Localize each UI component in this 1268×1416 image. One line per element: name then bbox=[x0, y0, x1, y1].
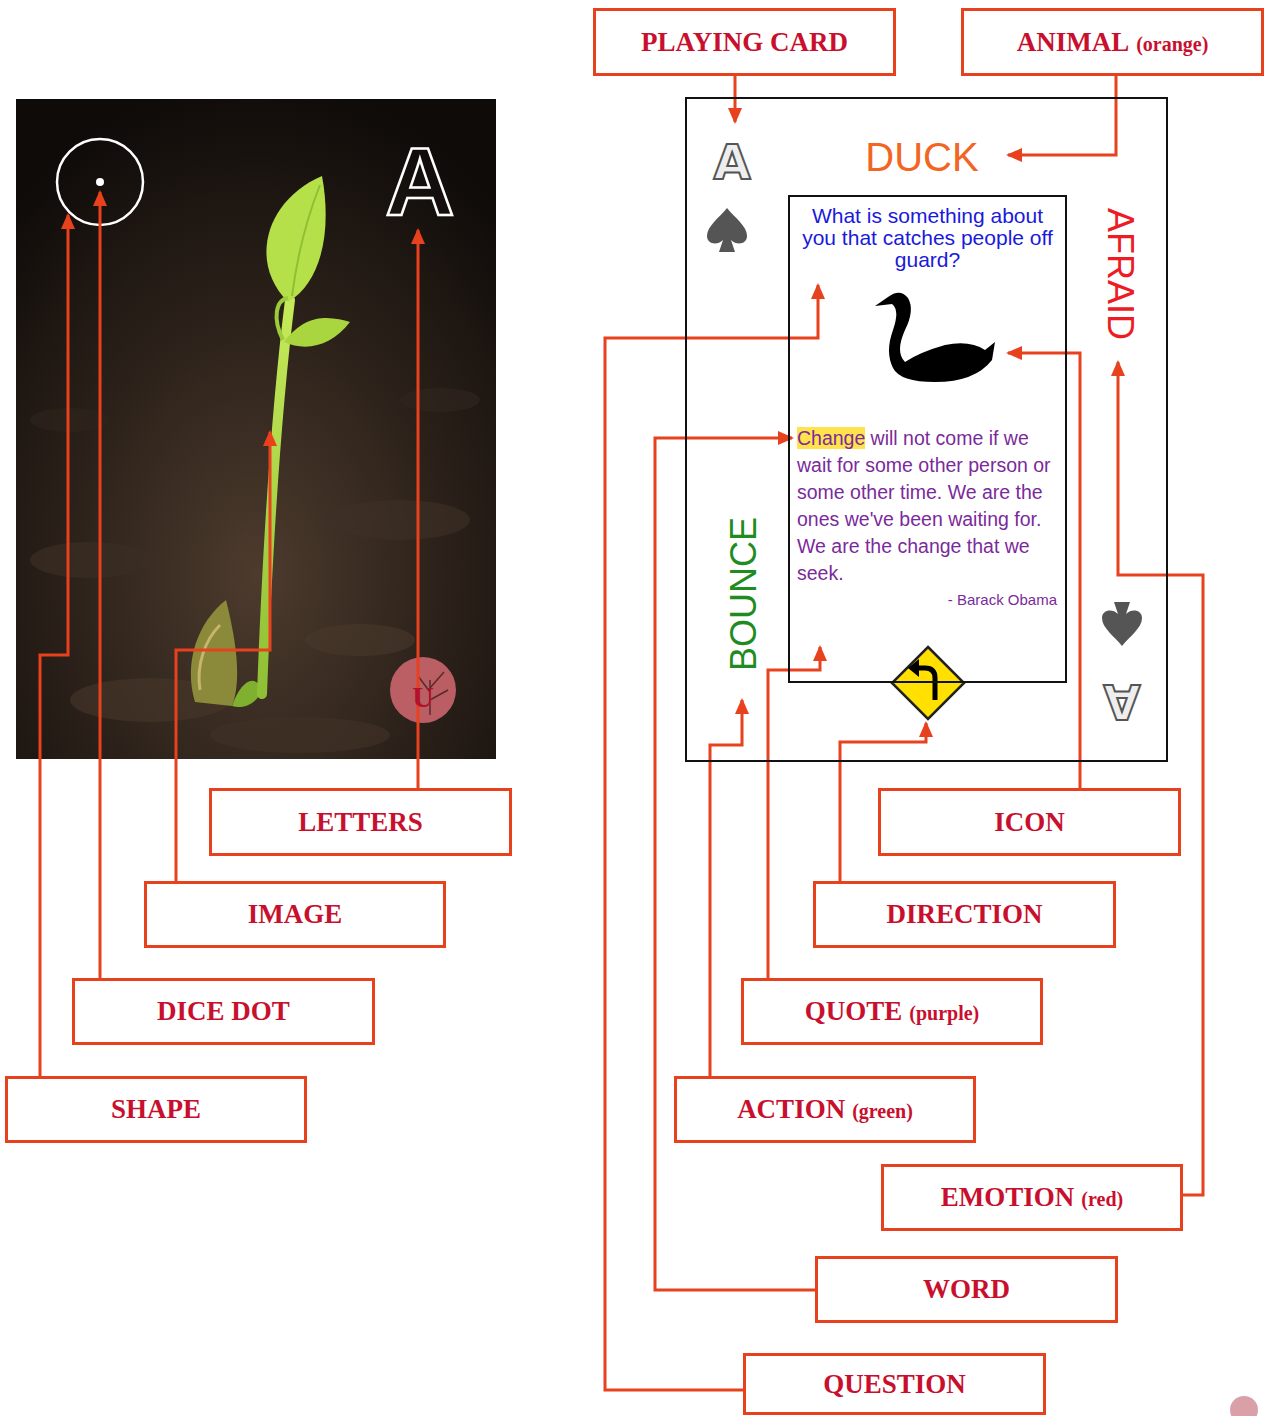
game-card: A DUCK AFRAID BOUNCE A What is something abou… bbox=[685, 97, 1168, 762]
callout-label: ICON bbox=[994, 807, 1065, 838]
callout-text: IMAGE bbox=[248, 899, 343, 930]
leader-arrow bbox=[1118, 362, 1203, 1195]
callout-text: EMOTION (red) bbox=[941, 1182, 1123, 1213]
callout-text: ANIMAL (orange) bbox=[1017, 27, 1209, 58]
callout-box: ACTION (green) bbox=[674, 1076, 976, 1143]
callout-text: QUESTION bbox=[823, 1369, 966, 1400]
card-rank: A bbox=[713, 138, 750, 186]
callout-box: PLAYING CARD bbox=[593, 8, 896, 76]
callout-box: DIRECTION bbox=[813, 881, 1116, 948]
color-note: (purple) bbox=[909, 1002, 979, 1025]
callout-box: ICON bbox=[878, 788, 1181, 856]
color-note: (green) bbox=[852, 1100, 913, 1123]
callout-label: IMAGE bbox=[248, 899, 343, 930]
color-note: (orange) bbox=[1136, 33, 1208, 56]
card-rank: A bbox=[1103, 678, 1140, 726]
callout-box: SHAPE bbox=[5, 1076, 307, 1143]
quote-text: will not come if we wait for some other … bbox=[797, 427, 1051, 584]
callout-label: WORD bbox=[923, 1274, 1010, 1305]
callout-box: QUOTE (purple) bbox=[741, 978, 1043, 1045]
photo bbox=[16, 99, 496, 759]
quote-block: Changewill not come if we wait for some … bbox=[797, 425, 1057, 608]
callout-label: DICE DOT bbox=[157, 996, 290, 1027]
action-word: BOUNCE bbox=[726, 517, 762, 671]
question-text: What is something about you that catches… bbox=[800, 205, 1055, 271]
callout-box: IMAGE bbox=[144, 881, 446, 948]
callout-text: ICON bbox=[994, 807, 1065, 838]
photo-card: A bbox=[16, 99, 496, 759]
callout-label: SHAPE bbox=[111, 1094, 201, 1125]
callout-label: ANIMAL bbox=[1017, 27, 1130, 58]
callout-label: PLAYING CARD bbox=[641, 27, 848, 58]
card-panel: What is something about you that catches… bbox=[788, 195, 1067, 683]
leader-arrow bbox=[605, 285, 818, 1390]
callout-label: EMOTION bbox=[941, 1182, 1075, 1213]
card-art bbox=[707, 208, 1142, 719]
emotion-word: AFRAID bbox=[1102, 208, 1138, 340]
callout-label: QUOTE bbox=[805, 996, 903, 1027]
callout-box: ANIMAL (orange) bbox=[961, 8, 1264, 76]
callout-label: LETTERS bbox=[298, 807, 423, 838]
leader-arrow bbox=[40, 215, 68, 1076]
quote-paragraph: Changewill not come if we wait for some … bbox=[797, 425, 1057, 587]
callout-box: DICE DOT bbox=[72, 978, 375, 1045]
animal-word: DUCK bbox=[865, 137, 978, 177]
letter-mark: A bbox=[385, 134, 454, 230]
leader-arrow bbox=[710, 700, 742, 1076]
highlight-word: Change bbox=[797, 427, 865, 449]
leader-arrow bbox=[655, 438, 815, 1290]
callout-label: ACTION bbox=[737, 1094, 845, 1125]
logo-letter: U bbox=[412, 682, 434, 712]
callout-box: LETTERS bbox=[209, 788, 512, 856]
callout-text: PLAYING CARD bbox=[641, 27, 848, 58]
callout-text: DICE DOT bbox=[157, 996, 290, 1027]
callout-text: ACTION (green) bbox=[737, 1094, 913, 1125]
corner-logo bbox=[1230, 1396, 1258, 1416]
callout-text: QUOTE (purple) bbox=[805, 996, 980, 1027]
callout-box: EMOTION (red) bbox=[881, 1164, 1183, 1231]
callout-text: SHAPE bbox=[111, 1094, 201, 1125]
color-note: (red) bbox=[1081, 1188, 1123, 1211]
callout-label: QUESTION bbox=[823, 1369, 966, 1400]
callout-text: DIRECTION bbox=[886, 899, 1042, 930]
callout-box: QUESTION bbox=[743, 1353, 1046, 1415]
callout-box: WORD bbox=[815, 1256, 1118, 1323]
callout-text: LETTERS bbox=[298, 807, 423, 838]
callout-text: WORD bbox=[923, 1274, 1010, 1305]
leader-arrow bbox=[99, 192, 102, 978]
callout-label: DIRECTION bbox=[886, 899, 1042, 930]
quote-author: - Barack Obama bbox=[797, 591, 1057, 608]
leader-arrow bbox=[1008, 353, 1080, 788]
